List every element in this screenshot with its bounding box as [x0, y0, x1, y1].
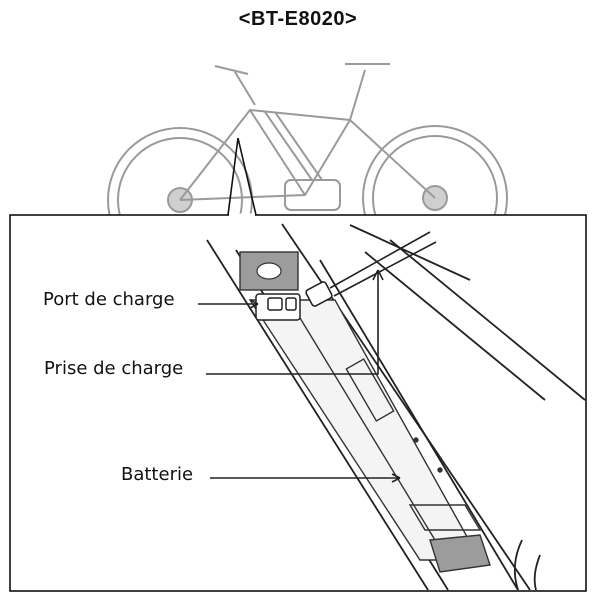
leader-lines: [198, 269, 401, 483]
charge-port-label: Port de charge: [43, 289, 175, 310]
charge-plug-label: Prise de charge: [44, 358, 184, 379]
charge-port: [255, 293, 301, 321]
detail-pointer: [227, 137, 257, 216]
charge-plug: [305, 231, 437, 307]
battery-label: Batterie: [121, 464, 194, 485]
battery-top-cap: [239, 251, 299, 291]
battery-bottom-cap: [429, 534, 491, 573]
bicycle-illustration: [107, 63, 508, 273]
model-title: <BT-E8020>: [238, 8, 358, 30]
